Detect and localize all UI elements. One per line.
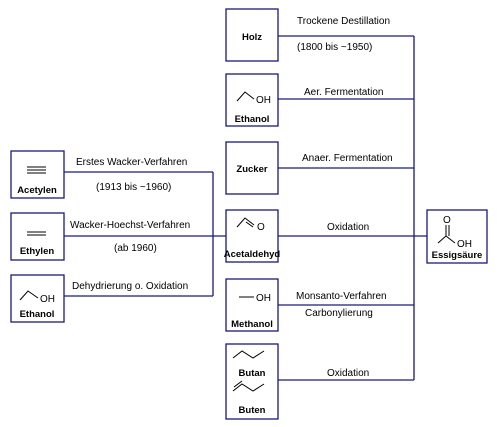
label-acetaldehyd: Acetaldehyd bbox=[224, 249, 281, 260]
connector-lines bbox=[64, 35, 427, 381]
ethanol-left-structure bbox=[19, 290, 39, 301]
edge-label-methanol-2: Carbonylierung bbox=[305, 308, 373, 319]
essigsaeure-o: O bbox=[443, 215, 451, 226]
acetaldehyd-double-bond bbox=[245, 221, 254, 228]
edge-label-holz-2: (1800 bis ~1950) bbox=[297, 42, 372, 53]
acetaldehyd-o: O bbox=[257, 222, 265, 233]
box-ethylen bbox=[10, 212, 65, 261]
edge-label-acetylen-2: (1913 bis ~1960) bbox=[96, 182, 171, 193]
box-essigsaeure bbox=[426, 209, 488, 264]
acetaldehyd-structure bbox=[236, 217, 255, 228]
label-methanol: Methanol bbox=[231, 319, 273, 330]
label-essigsaeure: Essigsäure bbox=[432, 250, 483, 261]
ethanol-left-oh: OH bbox=[40, 294, 55, 305]
edge-label-zucker: Anaer. Fermentation bbox=[302, 153, 393, 164]
edge-label-ethylen-2: (ab 1960) bbox=[114, 243, 157, 254]
buten-structure bbox=[232, 383, 265, 392]
label-ethanol-top: Ethanol bbox=[235, 114, 270, 125]
label-buten: Buten bbox=[239, 405, 266, 416]
edge-label-ethanol-top: Aer. Fermentation bbox=[304, 87, 383, 98]
ethanol-top-structure bbox=[236, 91, 255, 102]
edge-label-acetaldehyd: Oxidation bbox=[327, 222, 369, 233]
box-zucker bbox=[225, 141, 279, 195]
label-acetylen: Acetylen bbox=[17, 185, 57, 196]
methanol-oh: OH bbox=[256, 293, 271, 304]
buten-double-bond bbox=[233, 380, 243, 388]
label-butan: Butan bbox=[239, 368, 266, 379]
edge-label-acetylen-1: Erstes Wacker-Verfahren bbox=[76, 157, 187, 168]
butan-structure bbox=[232, 350, 265, 359]
box-acetaldehyd bbox=[225, 209, 279, 263]
label-holz: Holz bbox=[242, 32, 262, 43]
edge-label-methanol-1: Monsanto-Verfahren bbox=[296, 291, 387, 302]
edge-label-ethanol-left: Dehydrierung o. Oxidation bbox=[72, 281, 188, 292]
label-zucker: Zucker bbox=[236, 164, 267, 175]
box-holz bbox=[225, 8, 279, 62]
essigsaeure-oh: OH bbox=[457, 239, 472, 250]
ethanol-top-oh: OH bbox=[256, 95, 271, 106]
box-ethanol-left bbox=[10, 274, 65, 323]
label-ethanol-left: Ethanol bbox=[20, 309, 55, 320]
edge-label-ethylen-1: Wacker-Hoechst-Verfahren bbox=[70, 220, 190, 231]
edge-label-butan: Oxidation bbox=[327, 368, 369, 379]
box-methanol bbox=[225, 278, 279, 332]
edge-label-holz-1: Trockene Destillation bbox=[297, 16, 390, 27]
box-acetylen bbox=[10, 150, 65, 199]
box-ethanol-top bbox=[225, 73, 279, 127]
label-ethylen: Ethylen bbox=[20, 246, 55, 257]
